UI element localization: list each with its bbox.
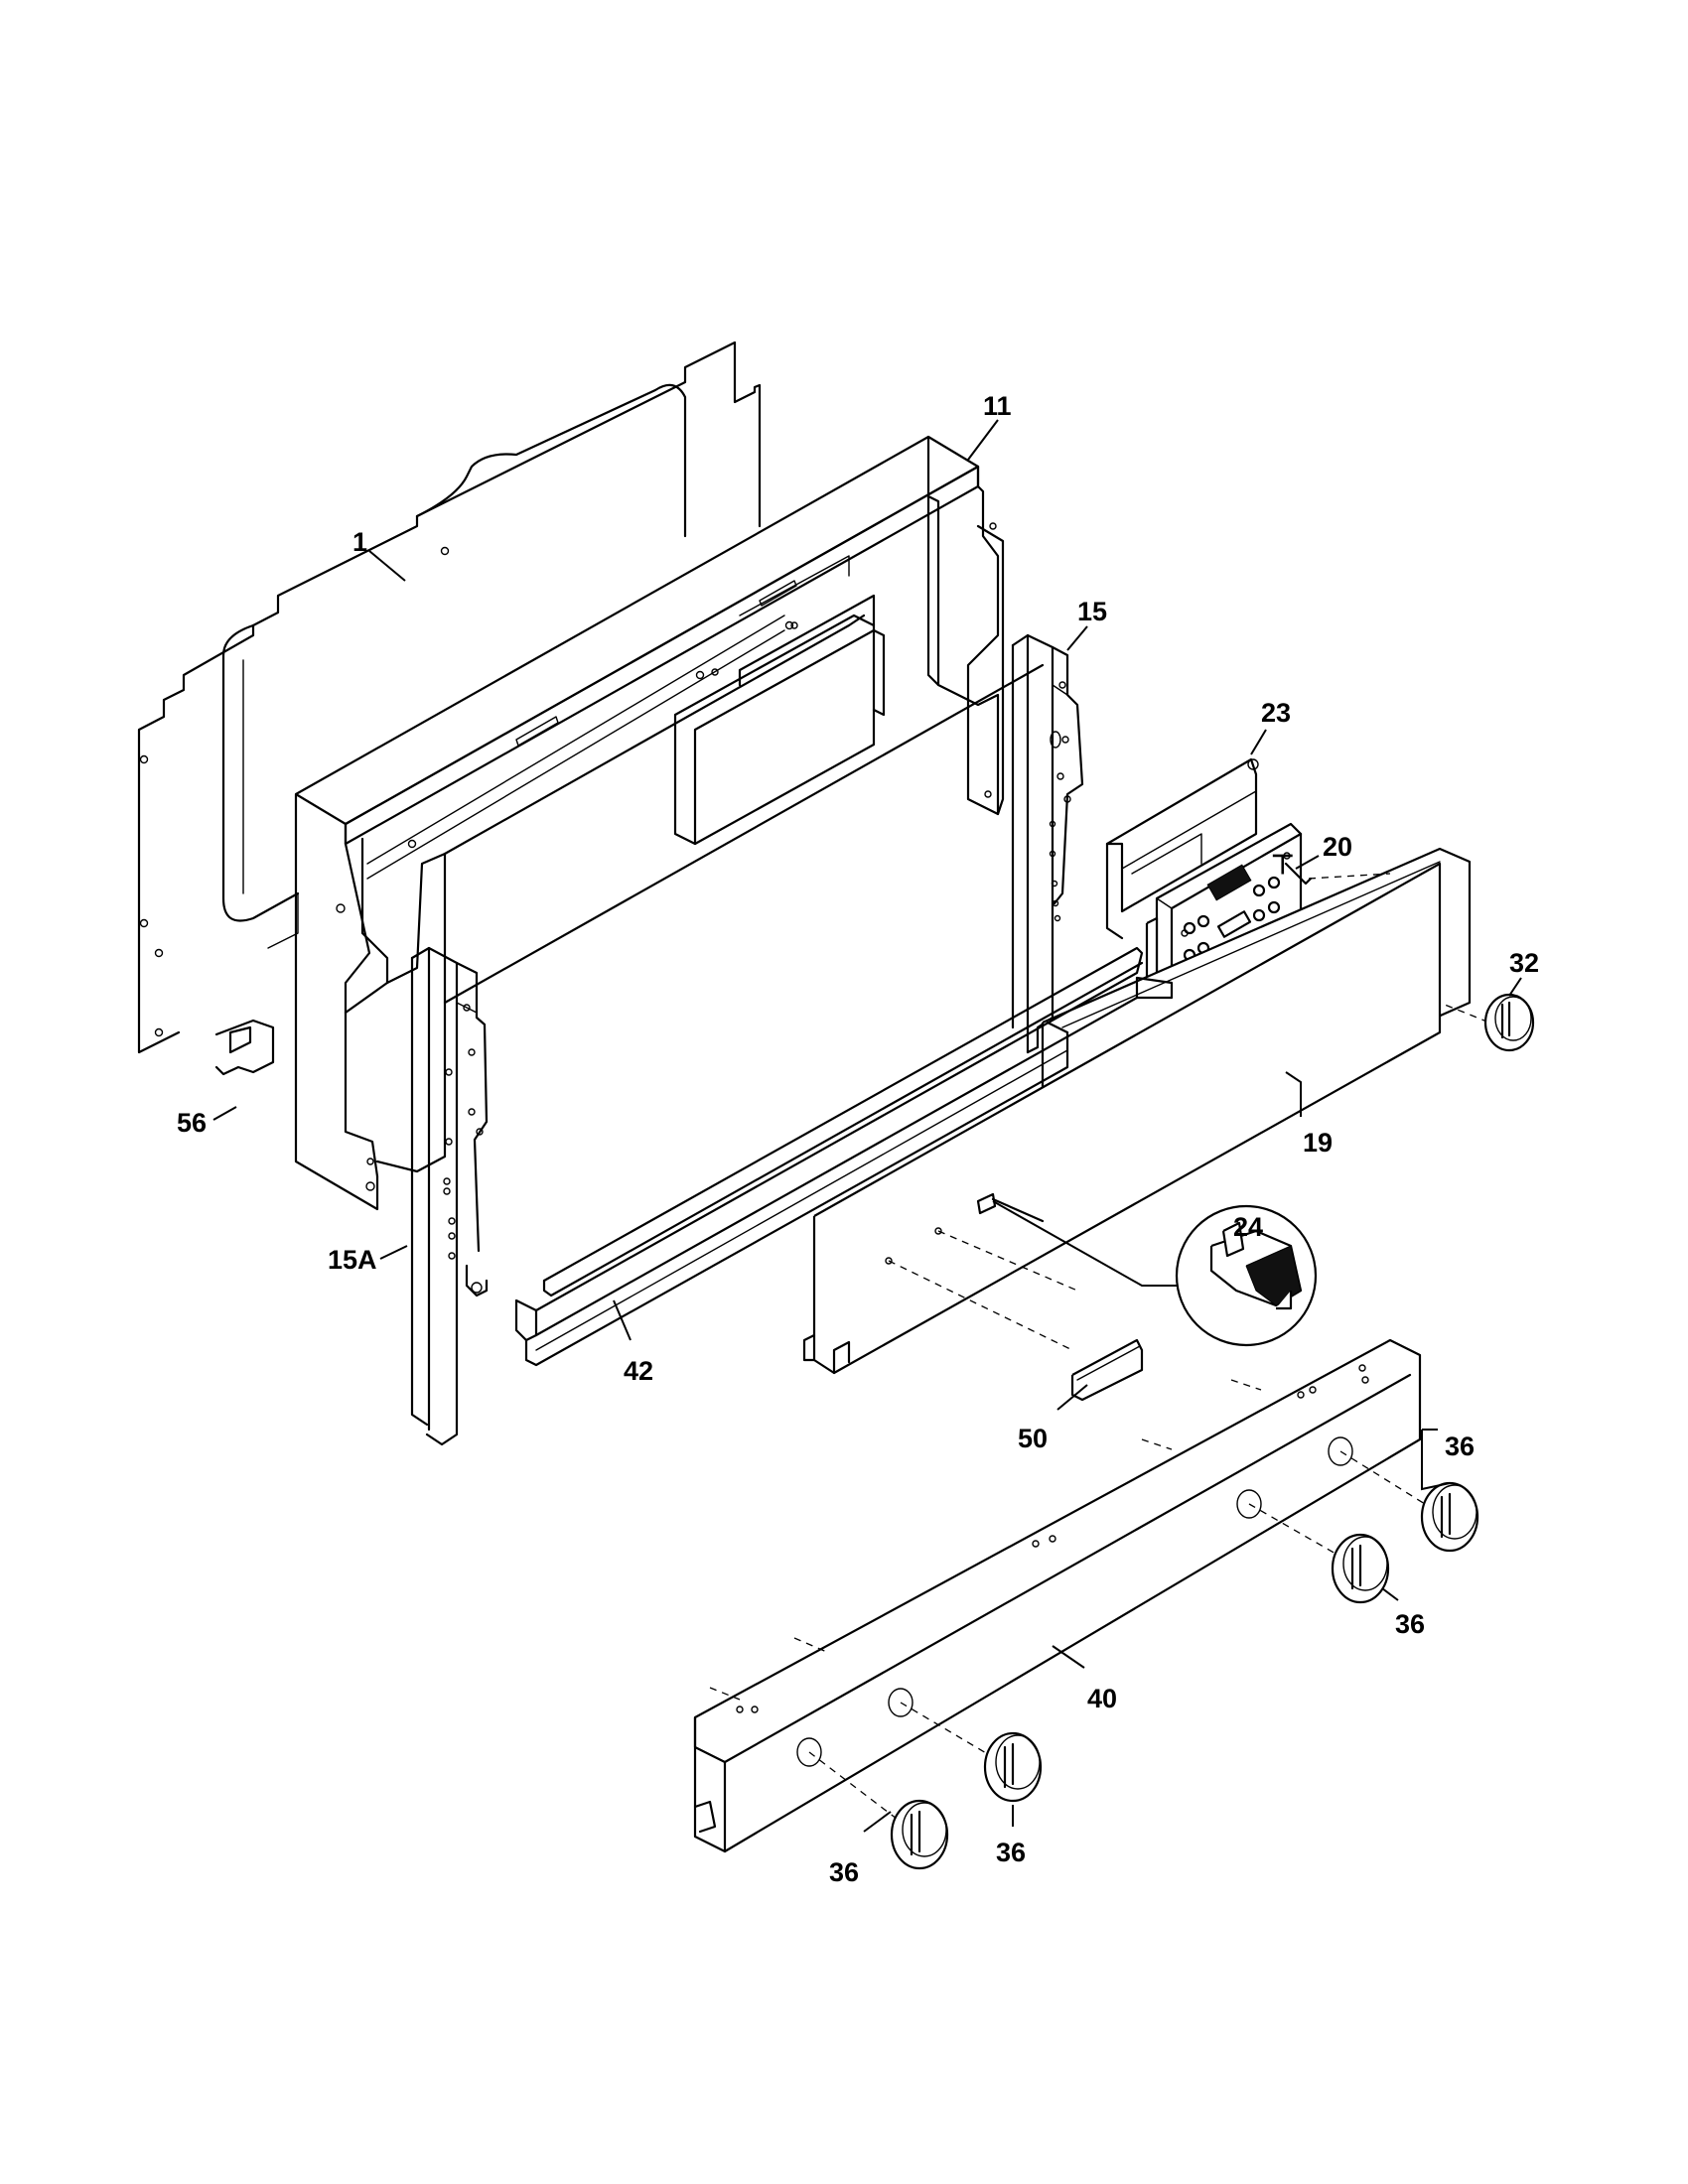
label-part-11: 11 xyxy=(983,391,1012,421)
label-part-24: 24 xyxy=(1233,1212,1263,1242)
label-part-50: 50 xyxy=(1018,1424,1048,1453)
part-36-knob-1 xyxy=(890,1799,949,1870)
label-part-32: 32 xyxy=(1509,948,1539,978)
label-part-40: 40 xyxy=(1087,1684,1117,1713)
part-1-back-panel xyxy=(137,341,762,1054)
part-56-clip xyxy=(214,1019,275,1076)
label-part-1: 1 xyxy=(352,527,367,557)
svg-text:⊤: ⊤ xyxy=(1271,850,1295,880)
label-part-15a: 15A xyxy=(328,1245,377,1275)
label-part-56: 56 xyxy=(177,1108,207,1138)
label-part-20: 20 xyxy=(1323,832,1352,862)
label-part-36-d: 36 xyxy=(1445,1432,1475,1461)
label-part-23: 23 xyxy=(1261,698,1291,728)
part-11-frame xyxy=(294,435,1045,1211)
label-part-42: 42 xyxy=(624,1356,653,1386)
part-50-switch-panel xyxy=(802,862,1442,1402)
leader-lines xyxy=(212,419,1522,1833)
part-36-knob-2 xyxy=(983,1731,1043,1803)
part-15a-left-bracket xyxy=(410,946,489,1446)
label-part-36-b: 36 xyxy=(996,1838,1026,1867)
label-part-36-c: 36 xyxy=(1395,1609,1425,1639)
label-part-36-a: 36 xyxy=(829,1857,859,1887)
label-part-19: 19 xyxy=(1303,1128,1333,1158)
part-42-rail xyxy=(514,946,1174,1367)
part-32-knob xyxy=(1483,993,1535,1052)
part-24-callout xyxy=(992,1200,1318,1347)
part-15-right-bracket xyxy=(1011,633,1084,1054)
part-36-knob-4 xyxy=(1420,1481,1479,1553)
part-40-lower-panel xyxy=(693,1338,1426,1853)
part-labels: 1 11 15 23 20 32 19 56 15A 24 42 50 36 3… xyxy=(177,391,1539,1887)
label-part-15: 15 xyxy=(1077,597,1107,626)
part-36-knob-3 xyxy=(1331,1533,1390,1604)
